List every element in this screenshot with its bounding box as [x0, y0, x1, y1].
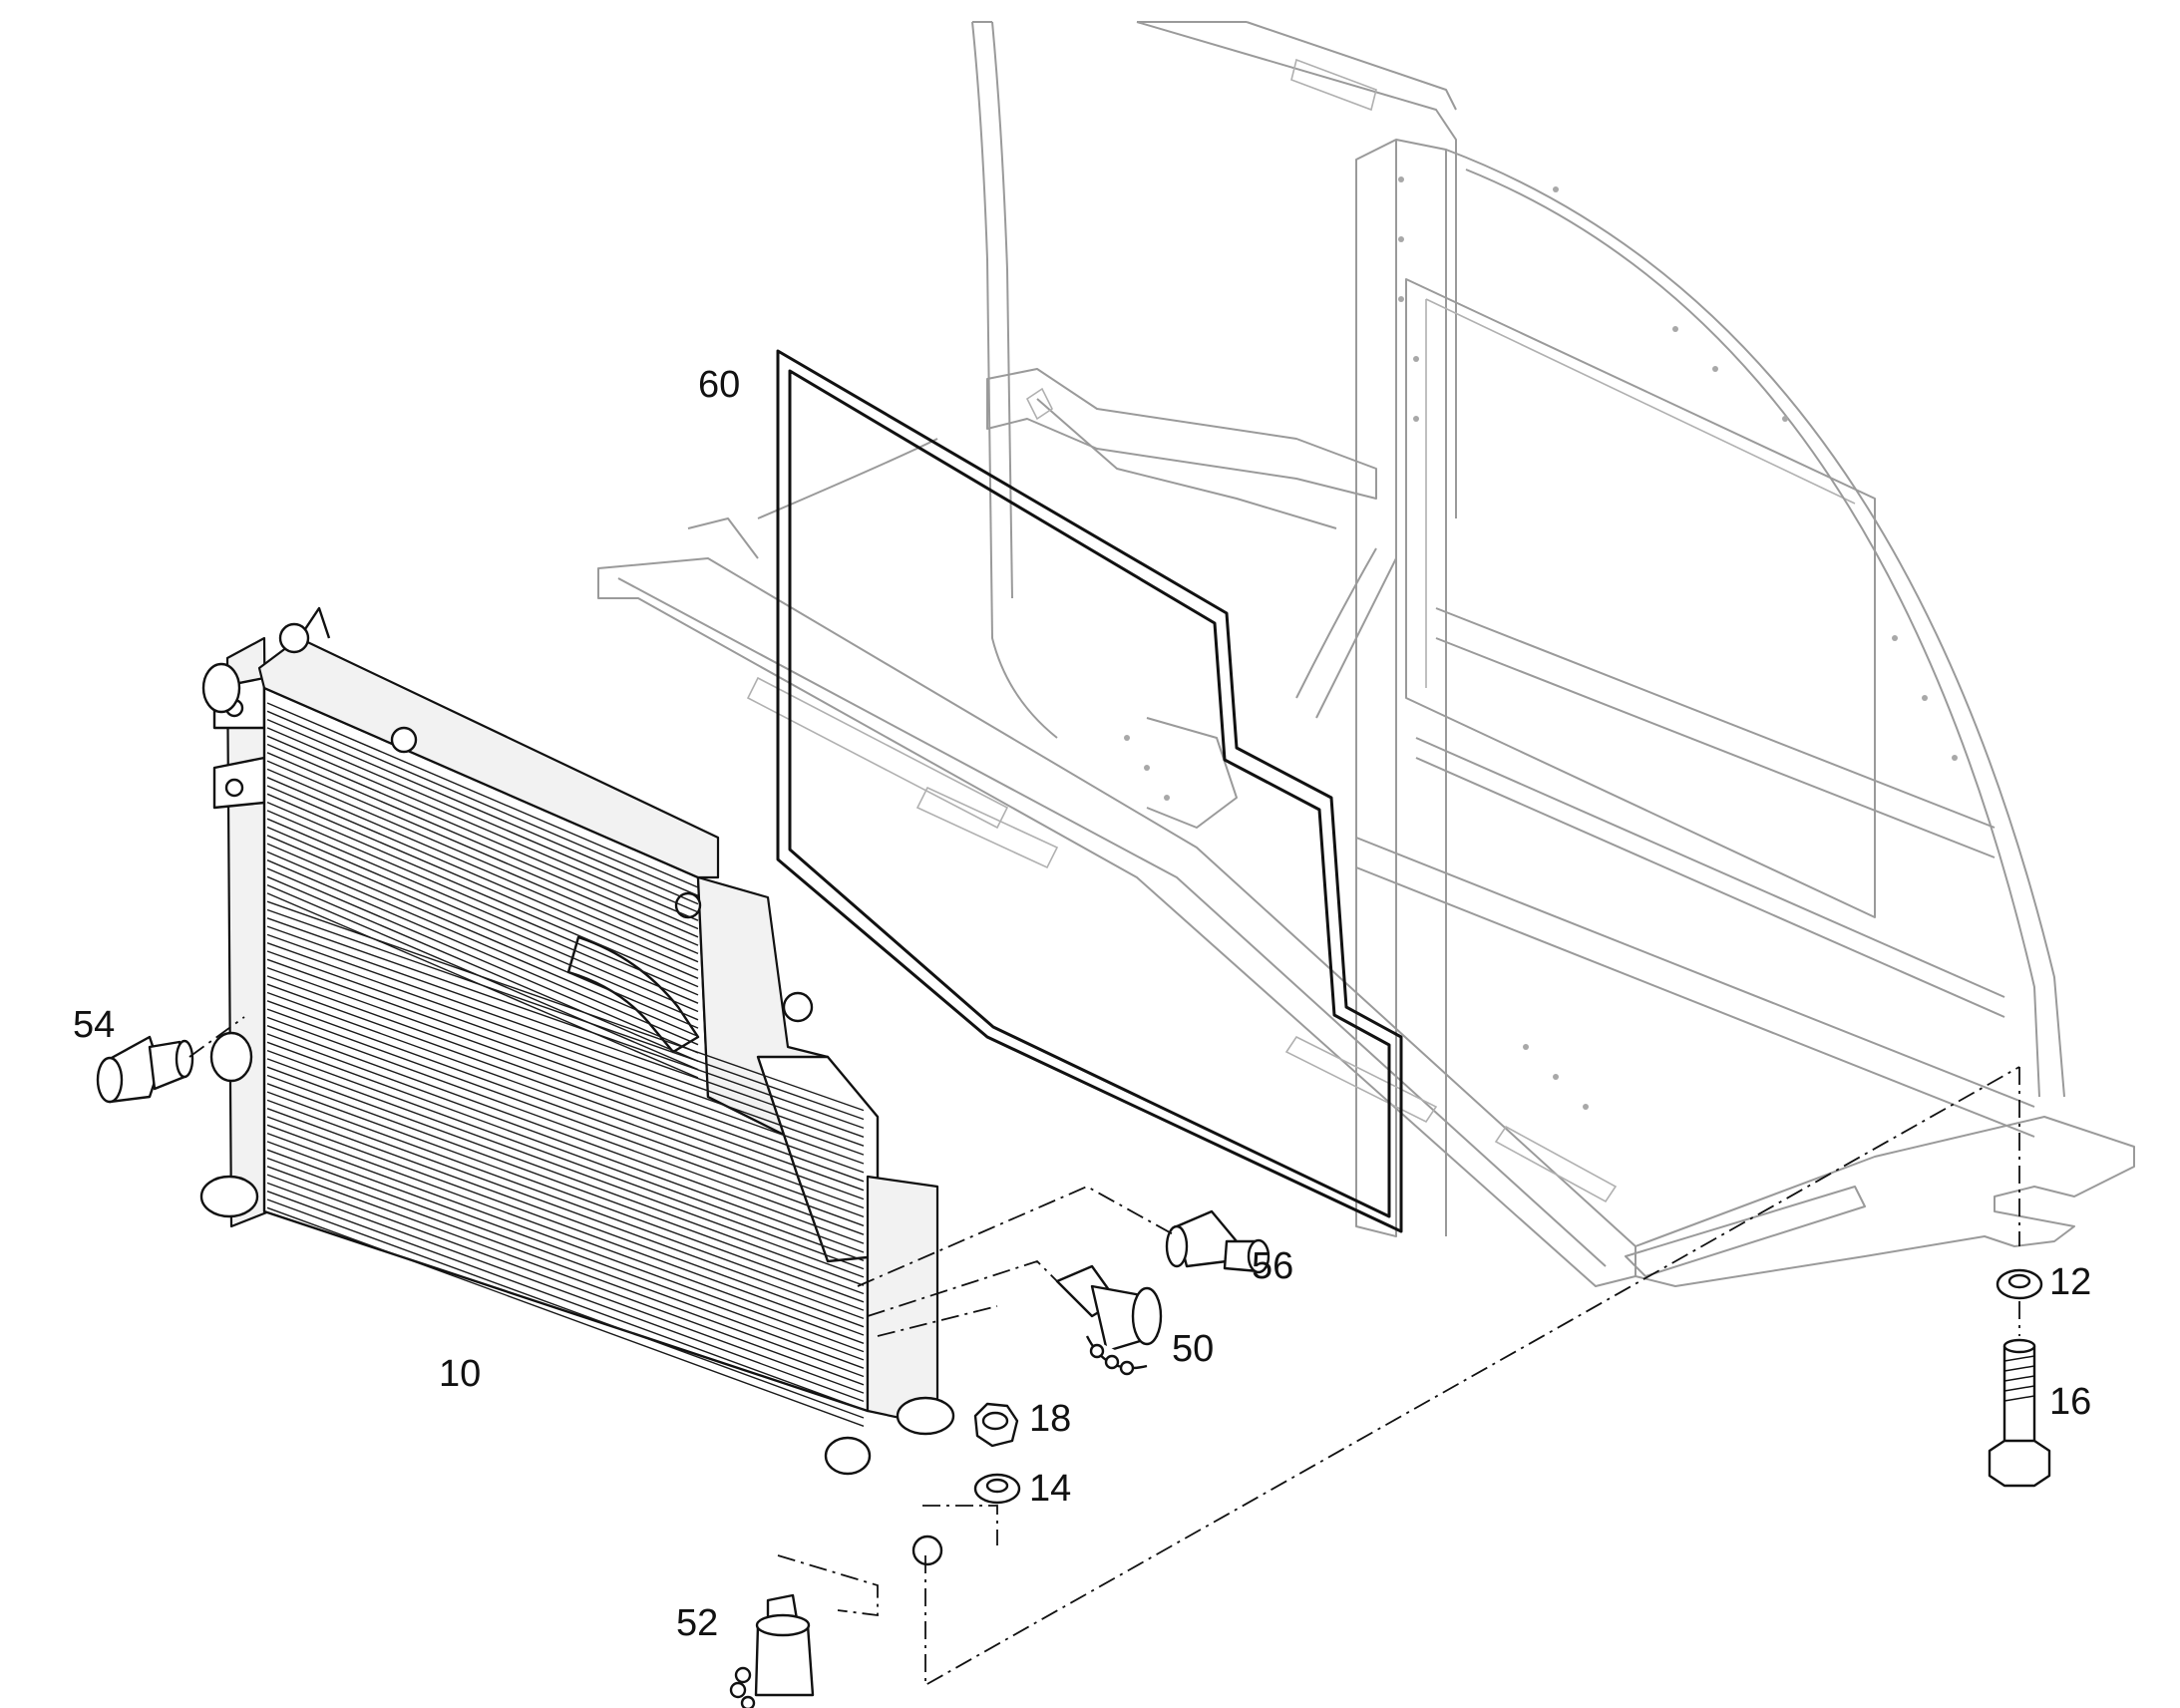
fin-line — [266, 1025, 865, 1244]
fin-line — [266, 1099, 865, 1320]
fin-line — [266, 1058, 865, 1278]
fin-line — [266, 966, 865, 1183]
callout-16: 16 — [2049, 1381, 2091, 1423]
fin-line — [266, 710, 699, 896]
fin-line — [266, 785, 699, 971]
fitting-54 — [96, 1016, 245, 1104]
fin-line — [266, 917, 865, 1130]
fin-line — [266, 1091, 865, 1311]
fin-line — [266, 743, 699, 930]
fin-line — [266, 958, 865, 1174]
radiator-10 — [199, 606, 955, 1566]
fin-line — [266, 801, 699, 988]
fin-line — [266, 752, 699, 938]
callout-50: 50 — [1172, 1328, 1214, 1370]
chassis-frame-ghost — [597, 21, 2135, 1287]
radiator-core-fins — [266, 702, 865, 1427]
fin-line — [266, 859, 699, 1046]
drain-valve-50 — [1055, 1264, 1163, 1376]
callout-labels: 60 54 10 56 50 18 14 52 12 16 — [73, 364, 2091, 1644]
fitting-56 — [1165, 1209, 1271, 1274]
fin-line — [266, 702, 699, 888]
fin-line — [266, 1124, 865, 1344]
fin-line — [266, 1008, 865, 1226]
fin-line — [266, 810, 699, 996]
callout-52: 52 — [676, 1602, 718, 1644]
fin-line — [266, 793, 699, 979]
fin-line — [266, 1191, 865, 1411]
fin-line — [266, 1149, 865, 1369]
fin-line — [266, 983, 865, 1200]
callout-12: 12 — [2049, 1261, 2091, 1303]
gasket-60 — [776, 349, 1403, 1233]
fin-line — [266, 1074, 865, 1295]
washer-12 — [1996, 1268, 2043, 1300]
fin-line — [266, 1041, 865, 1261]
fin-line — [266, 1033, 865, 1253]
fin-line — [266, 851, 699, 1038]
fin-line — [266, 875, 699, 1062]
fin-line — [266, 1174, 865, 1394]
fin-line — [266, 1108, 865, 1328]
fin-line — [266, 1141, 865, 1361]
fin-line — [266, 735, 699, 921]
fin-line — [266, 1132, 865, 1353]
nut-18 — [973, 1402, 1019, 1448]
fin-line — [266, 991, 865, 1209]
fin-line — [266, 818, 699, 1004]
fin-line — [266, 942, 865, 1156]
fin-line — [266, 777, 699, 963]
fin-line — [266, 1166, 865, 1386]
fin-line — [266, 760, 699, 946]
fin-line — [266, 975, 865, 1192]
fin-line — [266, 1182, 865, 1403]
callout-54: 54 — [73, 1004, 115, 1046]
assembly-leader-lines — [777, 1066, 2020, 1687]
fin-line — [266, 843, 699, 1029]
fin-line — [266, 925, 865, 1138]
fin-line — [266, 1049, 865, 1270]
fin-line — [266, 1198, 865, 1419]
washer-14 — [973, 1473, 1021, 1505]
fin-line — [266, 1083, 865, 1303]
fin-line — [266, 933, 865, 1147]
fin-line — [266, 768, 699, 955]
callout-14: 14 — [1029, 1468, 1071, 1510]
fin-line — [266, 826, 699, 1013]
fin-line — [266, 900, 865, 1112]
fin-line — [266, 835, 699, 1021]
fin-line — [266, 727, 699, 913]
bolt-16 — [1988, 1338, 2051, 1488]
fin-line — [266, 1016, 865, 1235]
fin-line — [266, 950, 865, 1165]
fin-line — [266, 1206, 865, 1427]
fin-line — [266, 908, 865, 1121]
callout-10: 10 — [439, 1353, 481, 1395]
fin-line — [266, 1157, 865, 1378]
drain-valve-52 — [729, 1593, 815, 1708]
fin-line — [266, 867, 699, 1054]
fin-line — [266, 1066, 865, 1286]
callout-60: 60 — [698, 364, 740, 406]
callout-56: 56 — [1252, 1245, 1293, 1287]
fin-line — [266, 1000, 865, 1218]
fin-line — [266, 718, 699, 905]
fin-line — [266, 1116, 865, 1336]
callout-18: 18 — [1029, 1398, 1071, 1440]
